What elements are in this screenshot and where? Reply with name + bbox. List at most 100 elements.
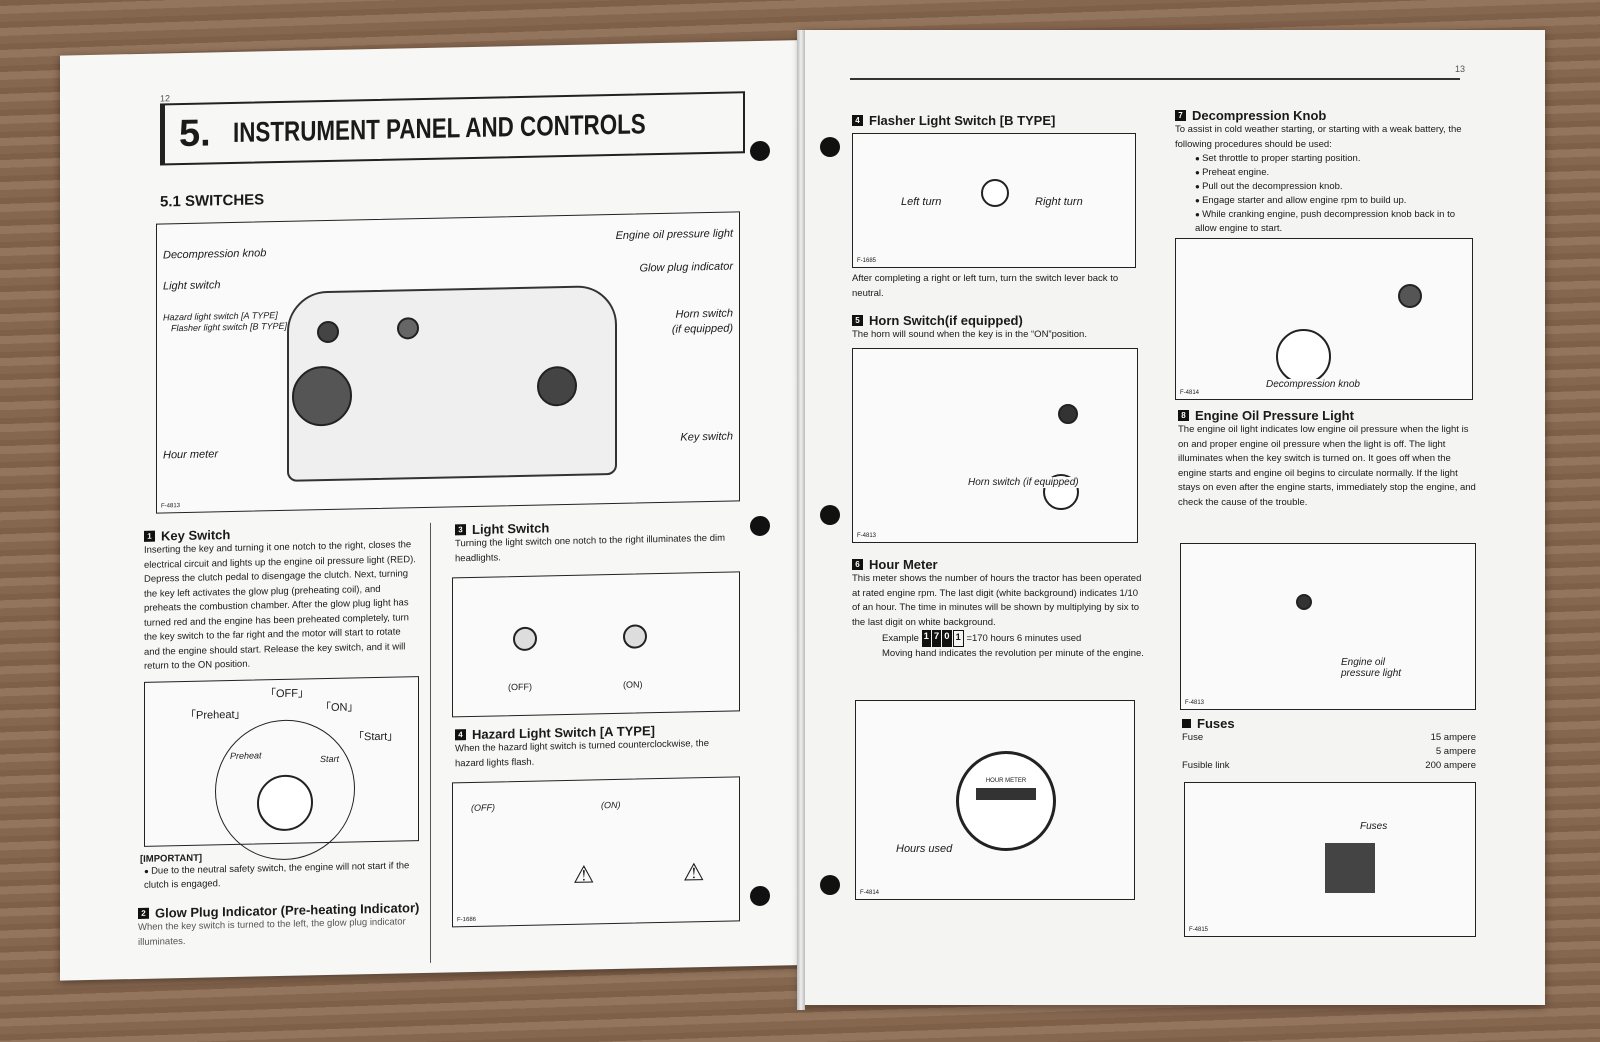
hour-meter-example: Example 1 7 0 1 =170 hours 6 minutes use… [852, 630, 1147, 661]
fuses-figure: Fuses F-4815 [1184, 782, 1476, 937]
fuse-name: Fuse [1182, 732, 1204, 743]
figure-number: F-4814 [860, 890, 880, 896]
digit-tenths: 1 [952, 630, 964, 647]
section-number: 6 [852, 559, 863, 570]
fuse-value: 200 ampere [1425, 760, 1476, 771]
column-divider [430, 522, 431, 963]
section-number: 8 [1178, 410, 1189, 421]
label-oil-pressure-light: Engine oil pressure light [615, 227, 733, 242]
binder-hole [750, 515, 770, 537]
figure-number: F-4813 [857, 533, 877, 539]
left-page: 12 5. INSTRUMENT PANEL AND CONTROLS 5.1 … [60, 40, 805, 981]
example-label: Example [882, 632, 919, 644]
figure-number: F-1685 [857, 258, 877, 264]
label-if-equipped: (if equipped) [671, 322, 733, 336]
bullet-square-icon [1182, 719, 1191, 728]
hazard-figure: (OFF) (ON) ⚠ ⚠ F-1686 [452, 776, 740, 928]
label-off: (OFF) [471, 802, 495, 813]
binder-hole [820, 137, 840, 157]
glow-plug-text: When the key switch is turned to the lef… [138, 916, 406, 948]
oil-pressure-text: The engine oil light indicates low engin… [1178, 424, 1476, 508]
fuse-value: 15 ampere [1430, 732, 1476, 743]
light-switch-figure: (OFF) (ON) [452, 571, 740, 718]
decompression-text: To assist in cold weather starting, or s… [1175, 124, 1462, 150]
page-number: 12 [160, 93, 171, 104]
section-number: 4 [455, 729, 466, 741]
label-off: (OFF) [508, 681, 532, 693]
section-number: 7 [1175, 110, 1186, 121]
digit: 1 [921, 630, 931, 647]
oil-light-icon [1296, 594, 1312, 610]
section-number: 2 [138, 907, 149, 919]
section-heading: Hour Meter [869, 557, 938, 572]
horn-button-icon [1058, 404, 1078, 424]
page-number: 13 [1455, 64, 1466, 74]
label-decompression-knob: Decompression knob [163, 247, 267, 262]
section-heading: Horn Switch(if equipped) [869, 313, 1023, 328]
header-rule [850, 78, 1460, 80]
key-switch-text: Inserting the key and turning it one not… [144, 539, 416, 672]
label-on: 「ON」 [320, 701, 359, 715]
step: Preheat engine. [1195, 166, 1475, 180]
digit: 0 [942, 630, 952, 647]
binder-hole [750, 885, 770, 907]
dial-start: Start [320, 753, 340, 765]
section-number: 1 [144, 530, 155, 542]
label-oil-pressure-light: Engine oil pressure light [1341, 657, 1402, 679]
book-spine [797, 30, 805, 1010]
hazard-triangle-icon: ⚠ [683, 859, 705, 887]
step: Set throttle to proper starting position… [1195, 152, 1475, 166]
horn-text: The horn will sound when the key is in t… [852, 329, 1087, 340]
label-preheat: 「Preheat」 [185, 708, 246, 722]
dial-preheat: Preheat [230, 750, 262, 762]
label-off: 「OFF」 [265, 687, 309, 701]
hazard-text: When the hazard light switch is turned c… [455, 738, 709, 769]
figure-number: F-4815 [1189, 927, 1209, 933]
switch-on-icon [623, 624, 647, 649]
digit-counter [976, 788, 1036, 800]
label-glow-plug: Glow plug indicator [639, 260, 733, 275]
decompression-figure: Decompression knob F-4814 [1175, 238, 1473, 400]
section-heading: Fuses [1197, 716, 1235, 731]
section-heading: Light Switch [472, 520, 550, 537]
section-heading: Engine Oil Pressure Light [1195, 408, 1354, 423]
flasher-text: After completing a right or left turn, t… [852, 273, 1119, 299]
label-horn-switch: Horn switch [675, 307, 733, 321]
label-light-switch: Light switch [163, 279, 221, 293]
section-number: 4 [852, 115, 863, 126]
label-decompression-knob: Decompression knob [1266, 379, 1360, 390]
hazard-triangle-icon: ⚠ [573, 861, 595, 889]
fuse-row: 5 ampere [1182, 745, 1476, 759]
label-on: (ON) [601, 799, 621, 811]
figure-number: F-4814 [1180, 390, 1200, 396]
horn-figure: Horn switch (if equipped) F-4813 [852, 348, 1138, 543]
flasher-figure: Left turn Right turn F-1685 [852, 133, 1136, 268]
binder-hole [820, 875, 840, 895]
binder-hole [750, 140, 770, 162]
fuse-row: Fuse 15 ampere [1182, 731, 1476, 745]
fuse-value: 5 ampere [1435, 746, 1476, 757]
digit: 7 [931, 630, 942, 647]
instrument-panel-figure: Decompression knob Light switch Hazard l… [156, 211, 740, 514]
example-result: =170 hours 6 minutes used [966, 632, 1082, 644]
hour-meter-figure: HOUR METER Hours used F-4814 [855, 700, 1135, 900]
decompression-knob-icon [1398, 284, 1422, 308]
label-flasher-switch: Flasher light switch [B TYPE] [171, 320, 288, 334]
flasher-lever-icon [981, 179, 1009, 207]
step: Pull out the decompression knob. [1195, 180, 1475, 194]
important-bullet: Due to the neutral safety switch, the en… [144, 859, 420, 893]
example-digits: 1 7 0 1 [921, 630, 964, 647]
fuses-section: Fuses Fuse 15 ampere 5 ampere Fusible lin… [1182, 716, 1476, 773]
section-title: 5.1 SWITCHES [160, 191, 265, 211]
dial-label: HOUR METER [985, 778, 1027, 784]
label-horn-switch: Horn switch (if equipped) [968, 477, 1079, 488]
label-hour-meter: Hour meter [163, 448, 219, 462]
label-key-switch: Key switch [680, 430, 733, 444]
oil-pressure-figure: Engine oil pressure light F-4813 [1180, 543, 1476, 710]
